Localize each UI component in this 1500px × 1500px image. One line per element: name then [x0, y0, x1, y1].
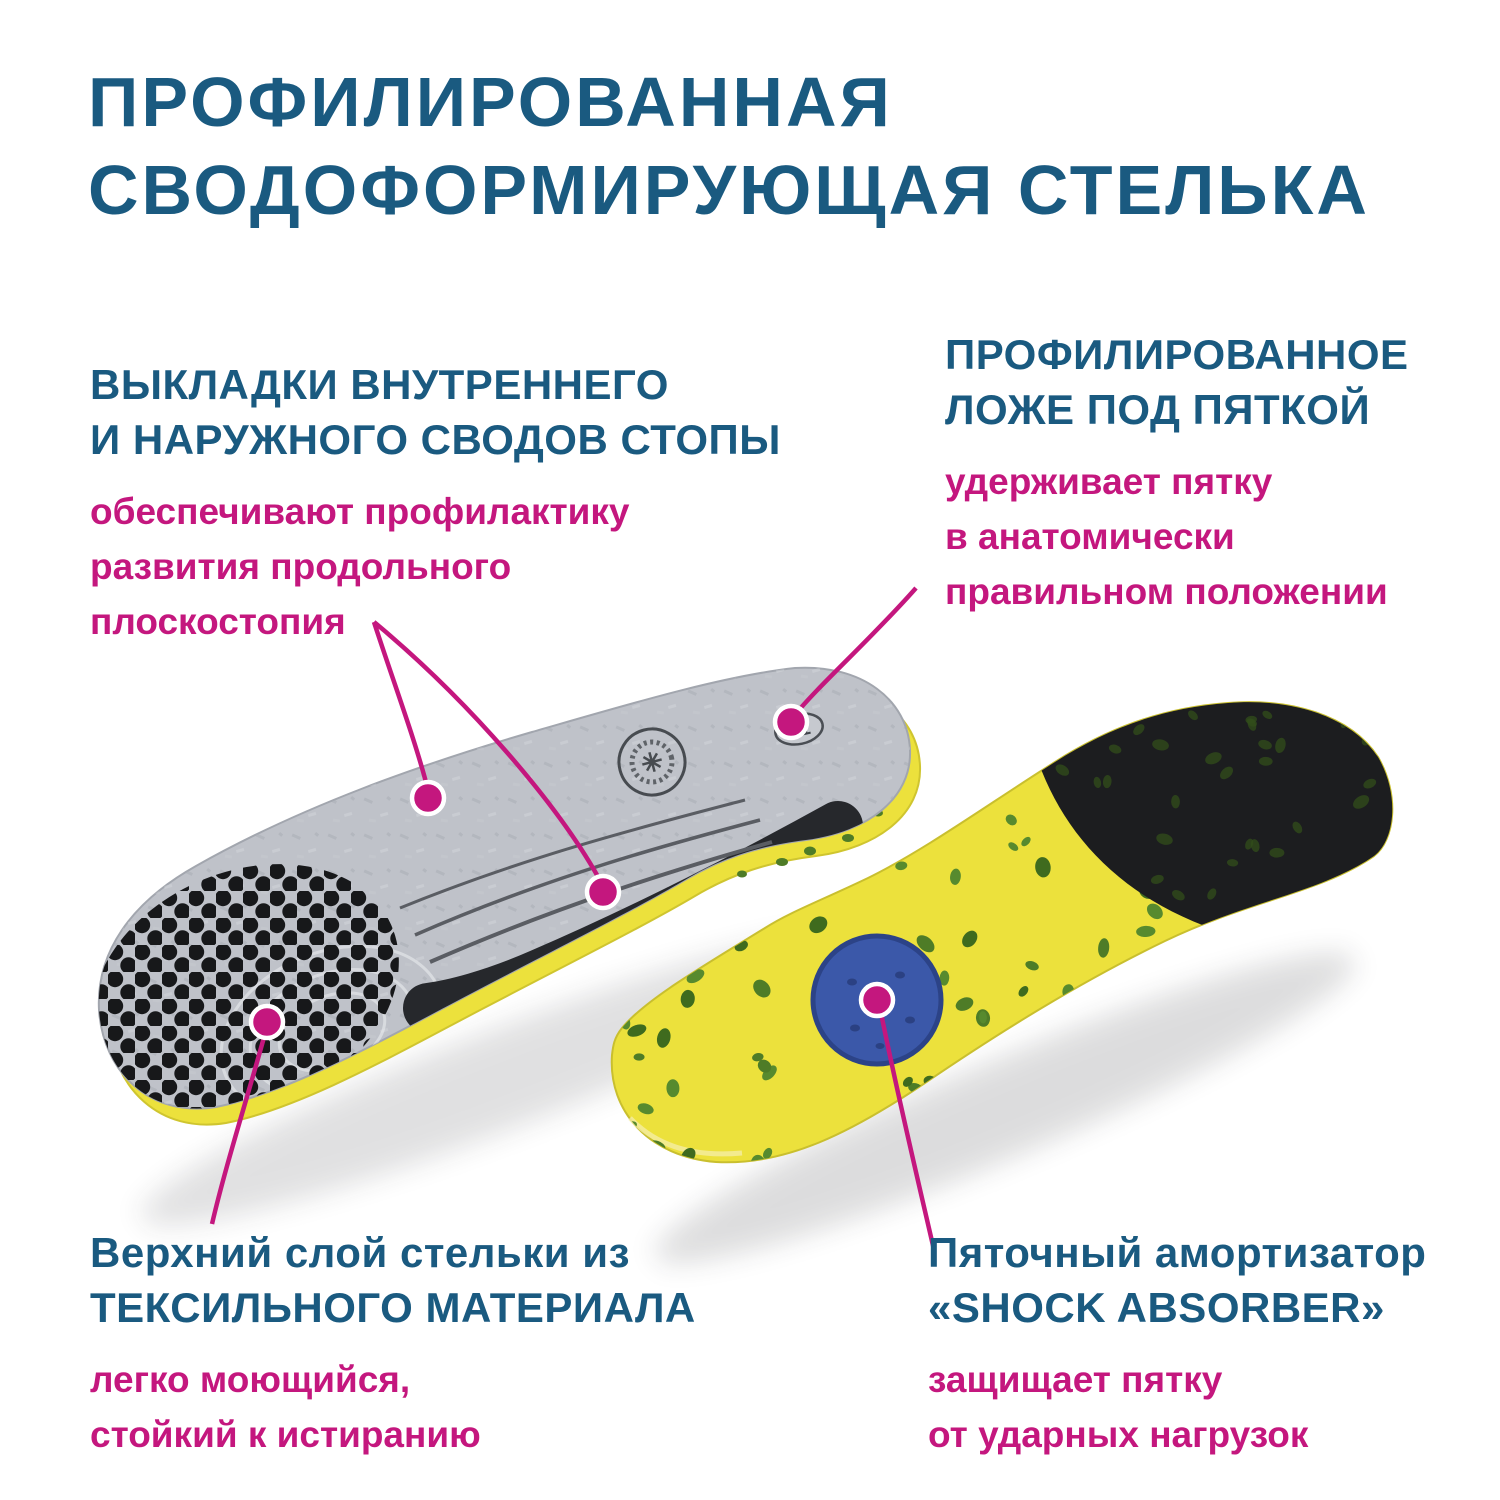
- callout-line-heel-bed: [792, 586, 918, 718]
- body-line: развития продольного: [90, 545, 512, 587]
- callout-heel-heading: ПРОФИЛИРОВАННОЕ ЛОЖЕ ПОД ПЯТКОЙ: [945, 328, 1409, 437]
- callout-line-arch-outer: [372, 620, 604, 886]
- insole-top-view: 31: [97, 666, 922, 1126]
- heading-line: ВЫКЛАДКИ ВНУТРЕННЕГО: [90, 361, 669, 408]
- body-line: обеспечивают профилактику: [90, 491, 630, 533]
- callout-marker-heel-bed: [772, 703, 810, 741]
- callout-line-textile: [209, 1029, 269, 1225]
- callout-marker-arch-outer: [584, 873, 622, 911]
- callout-shock-absorber: Пяточный амортизатор «SHOCK ABSORBER» за…: [928, 1226, 1426, 1463]
- body-line: защищает пятку: [928, 1359, 1223, 1401]
- brand-stamp-icon: [617, 727, 687, 797]
- heading-line: ПРОФИЛИРОВАННОЕ: [945, 331, 1409, 378]
- heading-line: И НАРУЖНОГО СВОДОВ СТОПЫ: [90, 415, 781, 463]
- title-line-1: ПРОФИЛИРОВАННАЯ: [88, 63, 893, 141]
- heading-line: ТЕКСИЛЬНОГО МАТЕРИАЛА: [90, 1283, 696, 1331]
- body-line: в анатомически: [945, 515, 1235, 557]
- heading-line: «SHOCK ABSORBER»: [928, 1283, 1385, 1331]
- heading-line: ЛОЖЕ ПОД ПЯТКОЙ: [945, 385, 1371, 433]
- body-line: от ударных нагрузок: [928, 1413, 1309, 1455]
- body-line: правильном положении: [945, 570, 1388, 612]
- callout-shock-heading: Пяточный амортизатор «SHOCK ABSORBER»: [928, 1226, 1426, 1335]
- body-line: легко моющийся,: [90, 1359, 411, 1401]
- insole-shadow: [654, 953, 1356, 1263]
- heading-line: Верхний слой стельки из: [90, 1229, 630, 1276]
- callout-markers: [248, 703, 896, 1041]
- callout-arch-pads: ВЫКЛАДКИ ВНУТРЕННЕГО И НАРУЖНОГО СВОДОВ …: [90, 358, 781, 649]
- callout-heel-bed: ПРОФИЛИРОВАННОЕ ЛОЖЕ ПОД ПЯТКОЙ удержива…: [945, 328, 1409, 619]
- heel-highlight: [628, 1116, 743, 1157]
- callout-marker-shock: [858, 981, 896, 1019]
- callout-line-shock: [877, 1007, 937, 1251]
- body-line: плоскостопия: [90, 600, 346, 642]
- callout-arch-heading: ВЫКЛАДКИ ВНУТРЕННЕГО И НАРУЖНОГО СВОДОВ …: [90, 358, 781, 467]
- callout-textile-top: Верхний слой стельки из ТЕКСИЛЬНОГО МАТЕ…: [90, 1226, 696, 1463]
- callout-arch-body: обеспечивают профилактику развития продо…: [90, 485, 781, 649]
- callout-textile-heading: Верхний слой стельки из ТЕКСИЛЬНОГО МАТЕ…: [90, 1226, 696, 1335]
- body-line: удерживает пятку: [945, 461, 1273, 503]
- callout-line-arch-inner: [371, 621, 431, 791]
- callout-lines: [209, 586, 937, 1251]
- callout-textile-body: легко моющийся, стойкий к истиранию: [90, 1353, 696, 1463]
- heading-line: Пяточный амортизатор: [928, 1229, 1427, 1276]
- callout-shock-body: защищает пятку от ударных нагрузок: [928, 1353, 1426, 1463]
- callout-marker-textile: [248, 1003, 286, 1041]
- body-line: стойкий к истиранию: [90, 1413, 481, 1455]
- page-title: ПРОФИЛИРОВАННАЯ СВОДОФОРМИРУЮЩАЯ СТЕЛЬКА: [88, 58, 1370, 234]
- title-line-2: СВОДОФОРМИРУЮЩАЯ СТЕЛЬКА: [88, 151, 1370, 230]
- shock-absorber-texture: [847, 971, 915, 1049]
- callout-marker-arch-inner: [409, 779, 447, 817]
- callout-heel-body: удерживает пятку в анатомически правильн…: [945, 455, 1409, 619]
